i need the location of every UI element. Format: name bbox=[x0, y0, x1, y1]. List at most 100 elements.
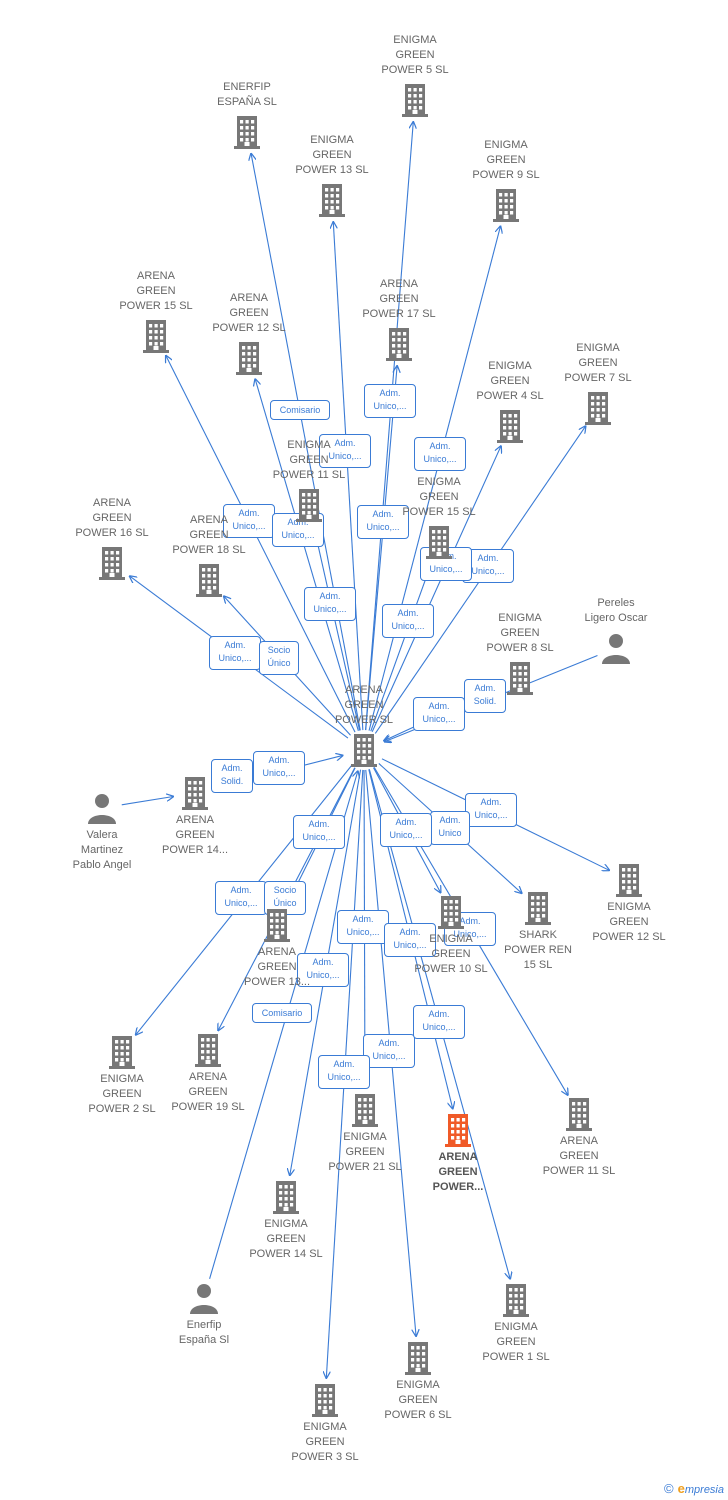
building-icon[interactable] bbox=[581, 390, 615, 426]
building-icon[interactable] bbox=[315, 182, 349, 218]
edge-role-tag[interactable]: Adm. Unico,... bbox=[413, 1005, 465, 1039]
node-label-ag19[interactable]: ARENA GREEN POWER 19 SL bbox=[171, 1071, 245, 1113]
building-icon[interactable] bbox=[562, 1096, 596, 1132]
building-icon[interactable] bbox=[308, 1382, 342, 1418]
building-icon[interactable] bbox=[260, 907, 294, 943]
node-label-eg6[interactable]: ENIGMA GREEN POWER 6 SL bbox=[384, 1379, 452, 1421]
node-label-eg15[interactable]: ENIGMA GREEN POWER 15 SL bbox=[402, 476, 476, 518]
building-icon[interactable] bbox=[191, 1032, 225, 1068]
brand-name: mpresia bbox=[684, 1484, 724, 1496]
node-label-eg12[interactable]: ENIGMA GREEN POWER 12 SL bbox=[592, 901, 666, 943]
person-icon[interactable] bbox=[187, 1280, 221, 1316]
building-icon[interactable] bbox=[521, 890, 555, 926]
node-label-eg10[interactable]: ENIGMA GREEN POWER 10 SL bbox=[414, 933, 488, 975]
edge-role-tag[interactable]: Adm. Unico,... bbox=[209, 636, 261, 670]
edge-role-tag[interactable]: Comisario bbox=[252, 1003, 312, 1023]
edge-role-tag[interactable]: Comisario bbox=[270, 400, 330, 420]
building-icon[interactable] bbox=[489, 187, 523, 223]
building-icon[interactable] bbox=[269, 1179, 303, 1215]
building-icon[interactable] bbox=[95, 545, 129, 581]
building-icon[interactable] bbox=[382, 326, 416, 362]
node-label-ag13[interactable]: ARENA GREEN POWER 13... bbox=[243, 946, 311, 988]
building-icon[interactable] bbox=[232, 340, 266, 376]
edge-role-tag[interactable]: Adm. Unico,... bbox=[382, 604, 434, 638]
edge-role-tag[interactable]: Adm. Unico,... bbox=[223, 504, 275, 538]
building-icon[interactable] bbox=[398, 82, 432, 118]
edge-role-tag[interactable]: Adm. Unico,... bbox=[337, 910, 389, 944]
edge-enerfip_bot-to-center bbox=[209, 771, 358, 1279]
node-label-eg7[interactable]: ENIGMA GREEN POWER 7 SL bbox=[564, 342, 632, 384]
building-icon[interactable] bbox=[139, 318, 173, 354]
building-icon[interactable] bbox=[422, 524, 456, 560]
edge-role-tag[interactable]: Adm. Unico,... bbox=[357, 505, 409, 539]
person-icon[interactable] bbox=[85, 790, 119, 826]
building-icon[interactable] bbox=[192, 562, 226, 598]
node-label-enerfip_bot[interactable]: Enerfip España Sl bbox=[178, 1319, 230, 1346]
edge-valera-to-ag14 bbox=[121, 797, 174, 806]
edge-role-tag[interactable]: Adm. Unico,... bbox=[253, 751, 305, 785]
node-label-ag11[interactable]: ARENA GREEN POWER 11 SL bbox=[542, 1135, 616, 1177]
node-label-ag14[interactable]: ARENA GREEN POWER 14... bbox=[161, 814, 229, 856]
building-icon[interactable] bbox=[441, 1112, 475, 1148]
node-label-eg9[interactable]: ENIGMA GREEN POWER 9 SL bbox=[472, 139, 540, 181]
edge-role-tag[interactable]: Adm. Unico,... bbox=[319, 434, 371, 468]
node-label-eg11[interactable]: ENIGMA GREEN POWER 11 SL bbox=[272, 439, 346, 481]
building-icon[interactable] bbox=[105, 1034, 139, 1070]
building-icon[interactable] bbox=[434, 894, 468, 930]
node-label-eg5[interactable]: ENIGMA GREEN POWER 5 SL bbox=[381, 34, 449, 76]
node-label-eg14[interactable]: ENIGMA GREEN POWER 14 SL bbox=[249, 1218, 323, 1260]
node-label-pereles[interactable]: Pereles Ligero Oscar bbox=[584, 597, 648, 624]
edge-role-tag[interactable]: Adm. Unico,... bbox=[318, 1055, 370, 1089]
building-icon[interactable] bbox=[612, 862, 646, 898]
node-label-ag15[interactable]: ARENA GREEN POWER 15 SL bbox=[119, 270, 193, 312]
building-icon[interactable] bbox=[292, 487, 326, 523]
node-label-eg13[interactable]: ENIGMA GREEN POWER 13 SL bbox=[295, 134, 369, 176]
node-label-ag16[interactable]: ARENA GREEN POWER 16 SL bbox=[75, 497, 149, 539]
node-label-eg8[interactable]: ENIGMA GREEN POWER 8 SL bbox=[486, 612, 554, 654]
person-icon[interactable] bbox=[599, 630, 633, 666]
building-icon[interactable] bbox=[178, 775, 212, 811]
edge-role-tag[interactable]: Adm. Unico,... bbox=[297, 953, 349, 987]
building-icon[interactable] bbox=[348, 1092, 382, 1128]
node-label-eg1[interactable]: ENIGMA GREEN POWER 1 SL bbox=[482, 1321, 550, 1363]
edge-center-to-ag17 bbox=[365, 366, 397, 731]
node-label-shark[interactable]: SHARK POWER REN 15 SL bbox=[504, 929, 572, 971]
edge-role-tag[interactable]: Adm. Unico,... bbox=[384, 923, 436, 957]
building-icon[interactable] bbox=[493, 408, 527, 444]
edge-role-tag[interactable]: Adm. Solid. bbox=[464, 679, 506, 713]
building-icon[interactable] bbox=[347, 732, 381, 768]
node-label-eg4[interactable]: ENIGMA GREEN POWER 4 SL bbox=[476, 360, 544, 402]
node-label-ag12[interactable]: ARENA GREEN POWER 12 SL bbox=[212, 292, 286, 334]
edge-role-tag[interactable]: Adm. Unico,... bbox=[363, 1034, 415, 1068]
node-label-valera[interactable]: Valera Martinez Pablo Angel bbox=[72, 829, 132, 871]
edge-role-tag[interactable]: Socio Único bbox=[259, 641, 299, 675]
edge-role-tag[interactable]: Adm. Unico,... bbox=[413, 697, 465, 731]
node-label-ag17[interactable]: ARENA GREEN POWER 17 SL bbox=[362, 278, 436, 320]
edge-center-to-ag12 bbox=[255, 379, 359, 731]
building-icon[interactable] bbox=[401, 1340, 435, 1376]
node-label-eg3[interactable]: ENIGMA GREEN POWER 3 SL bbox=[291, 1421, 359, 1463]
brand-initial: e bbox=[677, 1481, 685, 1496]
edge-role-tag[interactable]: Adm. Unico,... bbox=[215, 881, 267, 915]
node-label-eg21[interactable]: ENIGMA GREEN POWER 21 SL bbox=[328, 1131, 402, 1173]
edge-center-to-ag15 bbox=[166, 356, 356, 733]
copyright-symbol: © bbox=[664, 1481, 674, 1496]
edge-role-tag[interactable]: Adm. Solid. bbox=[211, 759, 253, 793]
node-label-ag18[interactable]: ARENA GREEN POWER 18 SL bbox=[172, 514, 246, 556]
building-icon[interactable] bbox=[503, 660, 537, 696]
node-label-center[interactable]: ARENA GREEN POWER SL bbox=[334, 684, 394, 726]
edge-role-tag[interactable]: Adm. Unico,... bbox=[465, 793, 517, 827]
node-label-enerfip_top[interactable]: ENERFIP ESPAÑA SL bbox=[217, 81, 277, 108]
edge-role-tag[interactable]: Adm. Unico,... bbox=[364, 384, 416, 418]
edge-role-tag[interactable]: Adm. Unico,... bbox=[304, 587, 356, 621]
building-icon[interactable] bbox=[499, 1282, 533, 1318]
edge-center-to-eg13 bbox=[333, 222, 364, 731]
edge-role-tag[interactable]: Adm. Unico,... bbox=[380, 813, 432, 847]
node-label-eg2[interactable]: ENIGMA GREEN POWER 2 SL bbox=[88, 1073, 156, 1115]
node-label-focus[interactable]: ARENA GREEN POWER... bbox=[432, 1151, 484, 1193]
edge-center-to-eg9 bbox=[368, 226, 500, 731]
edge-role-tag[interactable]: Adm. Unico,... bbox=[414, 437, 466, 471]
edge-role-tag[interactable]: Adm. Unico bbox=[430, 811, 470, 845]
building-icon[interactable] bbox=[230, 114, 264, 150]
edge-role-tag[interactable]: Adm. Unico,... bbox=[293, 815, 345, 849]
